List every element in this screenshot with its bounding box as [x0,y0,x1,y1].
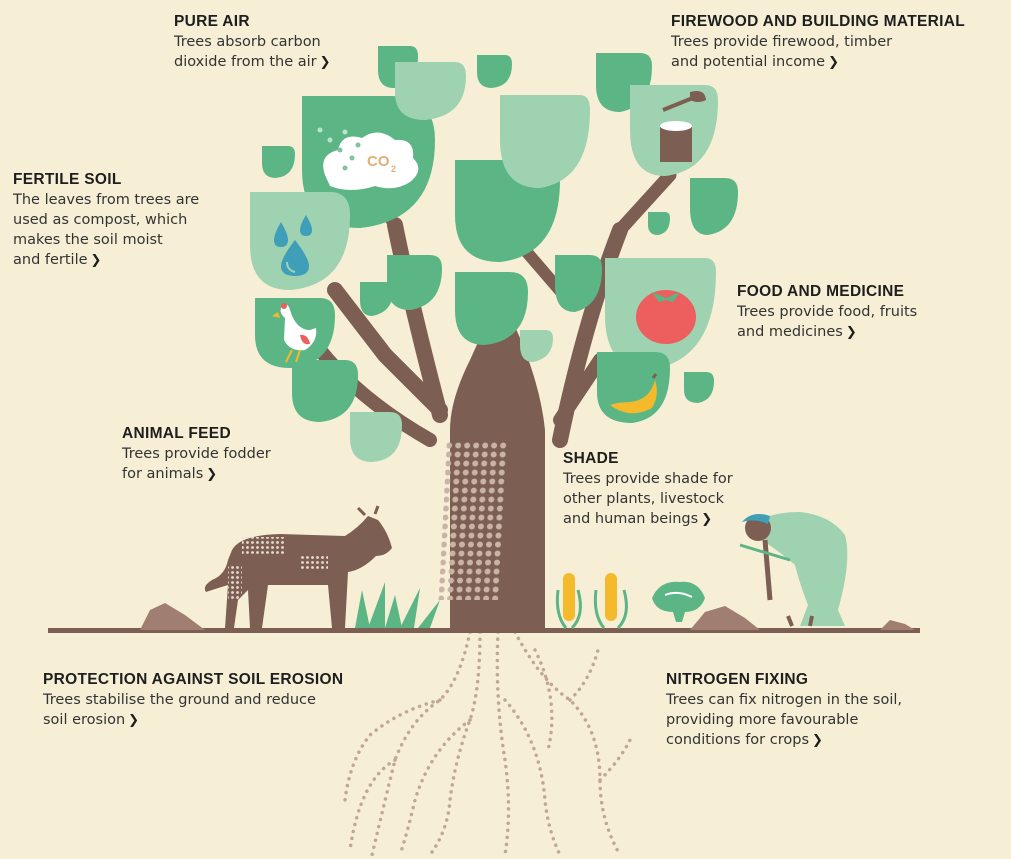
co2-cloud-icon: CO 2 [317,127,419,190]
chevron-right-icon[interactable]: ❯ [319,55,331,70]
label-food-medicine: FOOD AND MEDICINE Trees provide food, fr… [737,282,917,343]
farmer-icon [739,512,848,627]
axe-log-icon [660,91,706,162]
label-soil-erosion: PROTECTION AGAINST SOIL EROSION Trees st… [43,670,343,731]
label-fertile-soil: FERTILE SOIL The leaves from trees are u… [13,170,199,271]
label-line: dioxide from the air [174,54,317,70]
label-firewood: FIREWOOD AND BUILDING MATERIAL Trees pro… [671,12,965,73]
label-line: for animals [122,466,204,482]
label-line: soil erosion [43,712,126,728]
trunk-texture [438,440,509,600]
label-line: providing more favourable [666,712,859,728]
chevron-right-icon[interactable]: ❯ [812,733,823,748]
tree-roots [343,630,632,857]
label-nitrogen: NITROGEN FIXING Trees can fix nitrogen i… [666,670,902,751]
chevron-right-icon[interactable]: ❯ [828,55,840,70]
grass-icon [355,582,440,628]
chevron-right-icon[interactable]: ❯ [128,713,140,728]
label-title: ANIMAL FEED [122,425,231,442]
label-shade: SHADE Trees provide shade for other plan… [563,449,733,530]
label-line: Trees provide firewood, timber [671,34,893,50]
co2-subscript: 2 [391,164,396,174]
label-line: The leaves from trees are [13,192,200,208]
cabbage-icon [652,581,705,622]
label-line: and human beings [563,511,699,527]
label-title: PURE AIR [174,13,250,30]
label-line: Trees provide food, fruits [737,304,918,320]
chicken-icon [272,303,317,363]
label-title: PROTECTION AGAINST SOIL EROSION [43,671,344,688]
label-line: Trees stabilise the ground and reduce [43,692,316,708]
label-line: used as compost, which [13,212,188,228]
label-animal-feed: ANIMAL FEED Trees provide fodder for ani… [122,424,271,485]
chevron-right-icon[interactable]: ❯ [206,467,218,482]
label-line: and fertile [13,252,88,268]
label-line: Trees provide fodder [122,446,271,462]
label-title: FERTILE SOIL [13,171,122,188]
banana-icon [610,373,658,414]
chevron-right-icon[interactable]: ❯ [701,512,713,527]
ground [48,603,920,633]
label-title: FOOD AND MEDICINE [737,283,905,300]
label-title: NITROGEN FIXING [666,671,809,688]
label-line: makes the soil moist [13,232,163,248]
label-line: Trees can fix nitrogen in the soil, [666,692,903,708]
label-title: SHADE [563,450,619,467]
chevron-right-icon[interactable]: ❯ [90,253,102,268]
tomato-icon [636,290,696,344]
label-line: and medicines [737,324,843,340]
label-line: other plants, livestock [563,491,725,507]
co2-label: CO [367,153,390,170]
label-title: FIREWOOD AND BUILDING MATERIAL [671,13,966,30]
label-line: Trees absorb carbon [174,34,321,50]
label-line: Trees provide shade for [563,471,733,487]
cow-icon [204,505,392,628]
label-line: and potential income [671,54,826,70]
label-line: conditions for crops [666,732,809,748]
corn-icon [555,573,628,630]
label-pure-air: PURE AIR Trees absorb carbon dioxide fro… [174,12,331,73]
water-drops-icon [274,215,312,276]
chevron-right-icon[interactable]: ❯ [845,325,857,340]
